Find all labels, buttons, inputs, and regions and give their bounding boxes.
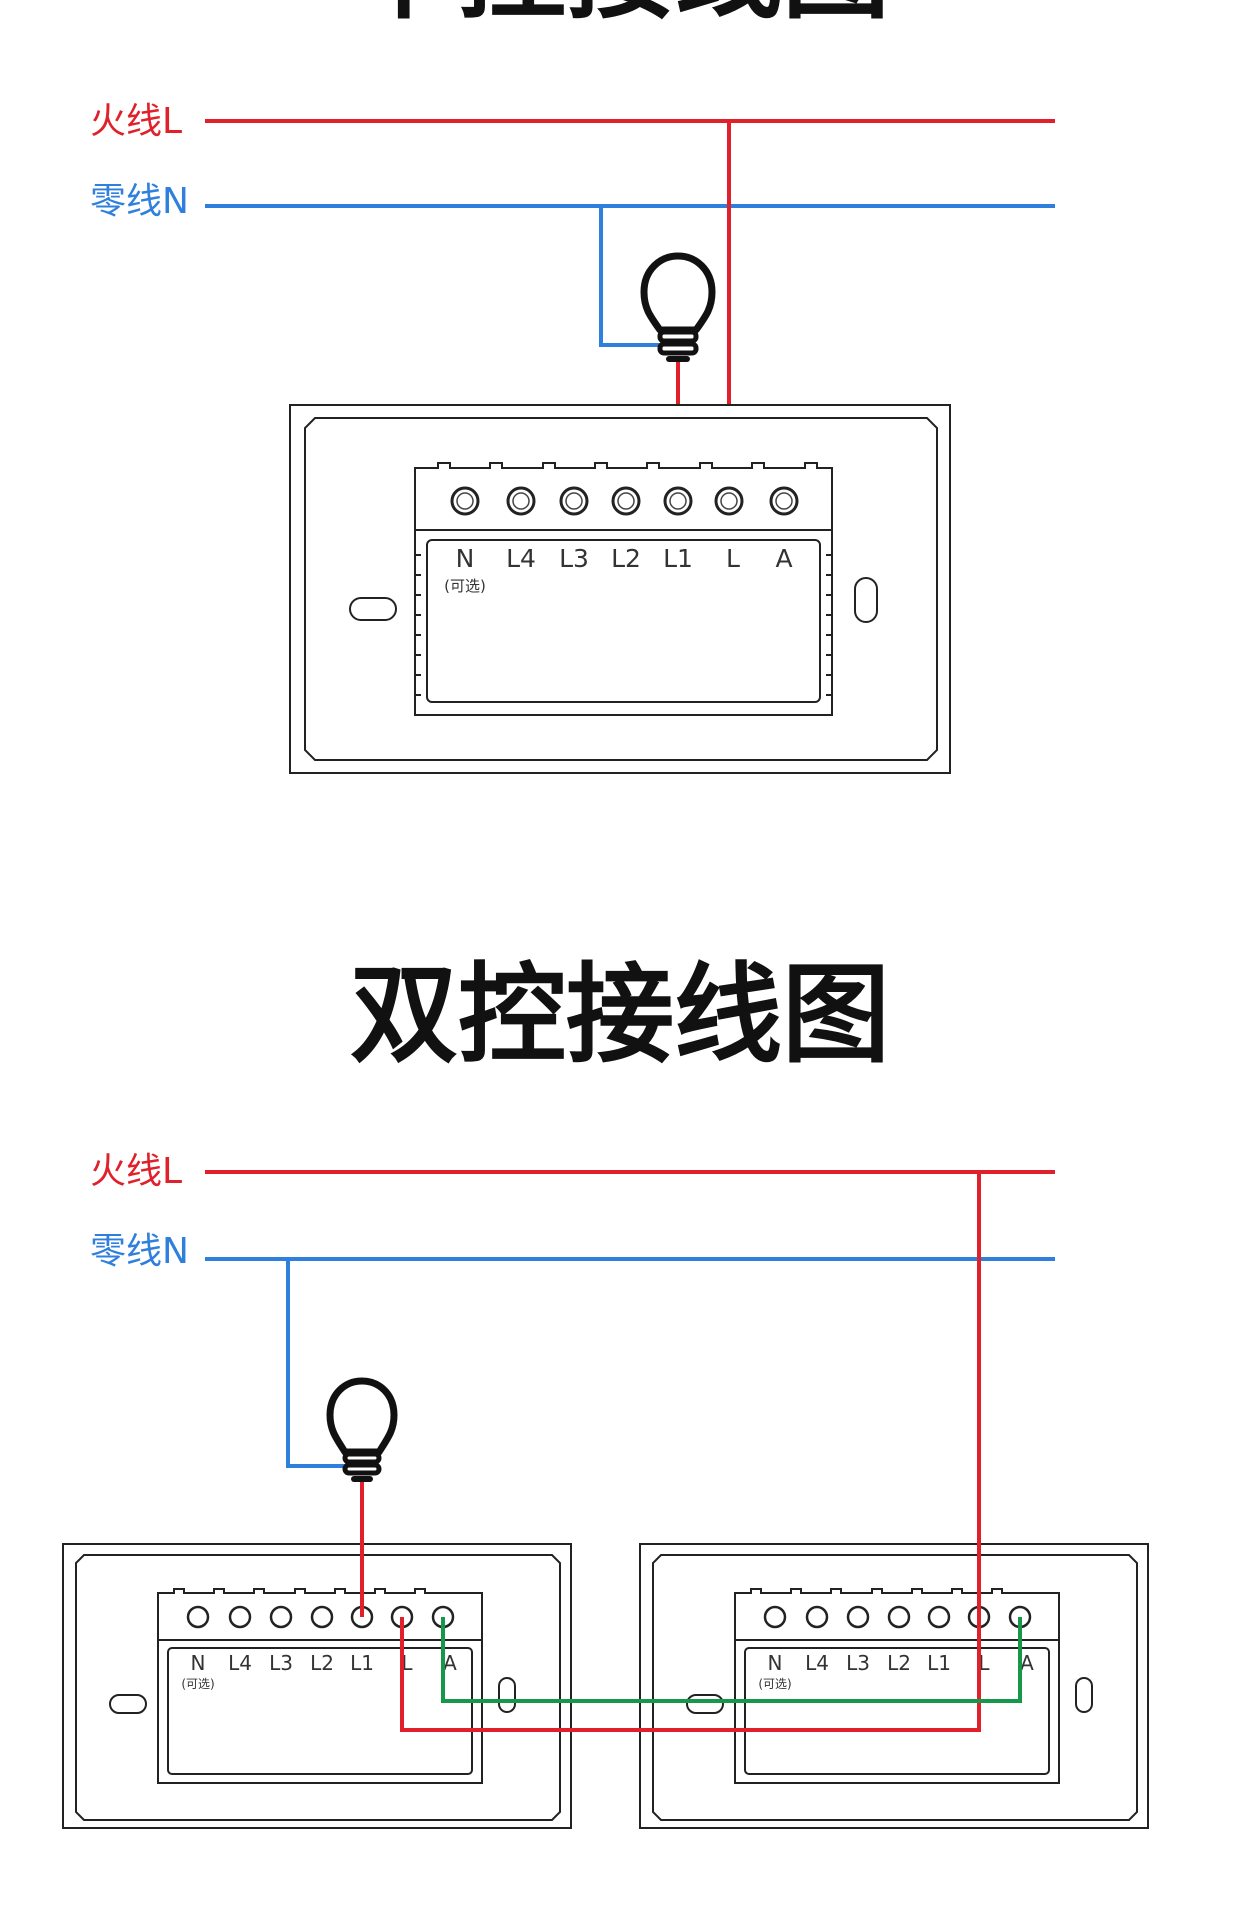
terminal-label-N: N bbox=[456, 544, 475, 573]
terminal-label-L: L bbox=[978, 1651, 990, 1675]
mounting-slot-right bbox=[1075, 1677, 1093, 1713]
left-L-to-right-L-wire bbox=[400, 1617, 981, 1732]
double-control-title: 双控接线图 bbox=[350, 953, 890, 1078]
terminal-screw-L1 bbox=[663, 486, 693, 516]
neutral-to-bulb-wire bbox=[599, 206, 660, 347]
neutral-wire-label: 零线N bbox=[90, 181, 189, 222]
terminal-label-N: N bbox=[768, 1651, 783, 1675]
terminal-label-A: A bbox=[443, 1651, 457, 1675]
single-control-section: 单控接线图 火线L 零线N bbox=[90, 0, 1055, 774]
terminal-label-L: L bbox=[401, 1651, 413, 1675]
double-switch-plate-right: N L4 L3 L2 L1 L A (可选) bbox=[639, 1543, 1149, 1829]
traveler-A-to-A-wire bbox=[441, 1617, 1022, 1703]
terminal-label-L4: L4 bbox=[805, 1651, 829, 1675]
terminal-screw-N bbox=[450, 486, 480, 516]
terminal-label-N: N bbox=[191, 1651, 206, 1675]
single-terminal-block: N L4 L3 L2 L1 L A (可选) bbox=[414, 462, 833, 716]
terminal-screw-N bbox=[186, 1605, 210, 1629]
neutral-to-bulb-wire-bottom bbox=[286, 1259, 345, 1468]
terminal-screw-L4 bbox=[506, 486, 536, 516]
terminal-screw-N bbox=[763, 1605, 787, 1629]
live-wire-label-bottom: 火线L bbox=[90, 1151, 182, 1192]
terminal-label-L2: L2 bbox=[310, 1651, 334, 1675]
mounting-slot-right bbox=[854, 577, 878, 623]
optional-note: (可选) bbox=[758, 1677, 791, 1691]
terminal-screw-A bbox=[769, 486, 799, 516]
terminal-screw-L4 bbox=[228, 1605, 252, 1629]
terminal-label-L3: L3 bbox=[559, 544, 589, 573]
terminal-screw-L4 bbox=[805, 1605, 829, 1629]
lightbulb-icon bbox=[326, 1377, 398, 1482]
mounting-slot-left bbox=[349, 597, 397, 621]
right-terminal-block: N L4 L3 L2 L1 L A (可选) bbox=[734, 1588, 1060, 1784]
terminal-label-L3: L3 bbox=[846, 1651, 870, 1675]
terminal-screw-L1 bbox=[927, 1605, 951, 1629]
terminal-label-A: A bbox=[1020, 1651, 1034, 1675]
single-switch-plate: N L4 L3 L2 L1 L A (可选) bbox=[289, 404, 951, 774]
neutral-wire-label-bottom: 零线N bbox=[90, 1231, 189, 1272]
terminal-label-L2: L2 bbox=[887, 1651, 911, 1675]
left-terminal-block: N L4 L3 L2 L1 L A (可选) bbox=[157, 1588, 483, 1784]
mounting-slot-left bbox=[686, 1694, 724, 1714]
terminal-label-L1: L1 bbox=[350, 1651, 374, 1675]
mounting-slot-right bbox=[498, 1677, 516, 1713]
optional-note: (可选) bbox=[181, 1677, 214, 1691]
mounting-slot-left bbox=[109, 1694, 147, 1714]
terminal-label-L2: L2 bbox=[611, 544, 641, 573]
double-control-section: 双控接线图 火线L 零线N N L4 bbox=[62, 953, 1149, 1829]
terminal-screw-L3 bbox=[559, 486, 589, 516]
double-switch-plate-left: N L4 L3 L2 L1 L A (可选) bbox=[62, 1543, 572, 1829]
terminal-screw-L2 bbox=[310, 1605, 334, 1629]
terminal-screw-L3 bbox=[269, 1605, 293, 1629]
terminal-label-L3: L3 bbox=[269, 1651, 293, 1675]
single-control-title: 单控接线图 bbox=[350, 0, 890, 34]
live-wire-label: 火线L bbox=[90, 101, 182, 142]
terminal-label-L1: L1 bbox=[663, 544, 693, 573]
terminal-screw-L3 bbox=[846, 1605, 870, 1629]
lightbulb-icon bbox=[640, 252, 716, 362]
terminal-label-L1: L1 bbox=[927, 1651, 951, 1675]
terminal-label-A: A bbox=[775, 544, 792, 573]
terminal-screw-L2 bbox=[611, 486, 641, 516]
terminal-screw-L bbox=[714, 486, 744, 516]
terminal-screw-L2 bbox=[887, 1605, 911, 1629]
optional-note: (可选) bbox=[444, 577, 486, 595]
terminal-label-L4: L4 bbox=[228, 1651, 252, 1675]
terminal-label-L: L bbox=[726, 544, 740, 573]
terminal-label-L4: L4 bbox=[506, 544, 536, 573]
